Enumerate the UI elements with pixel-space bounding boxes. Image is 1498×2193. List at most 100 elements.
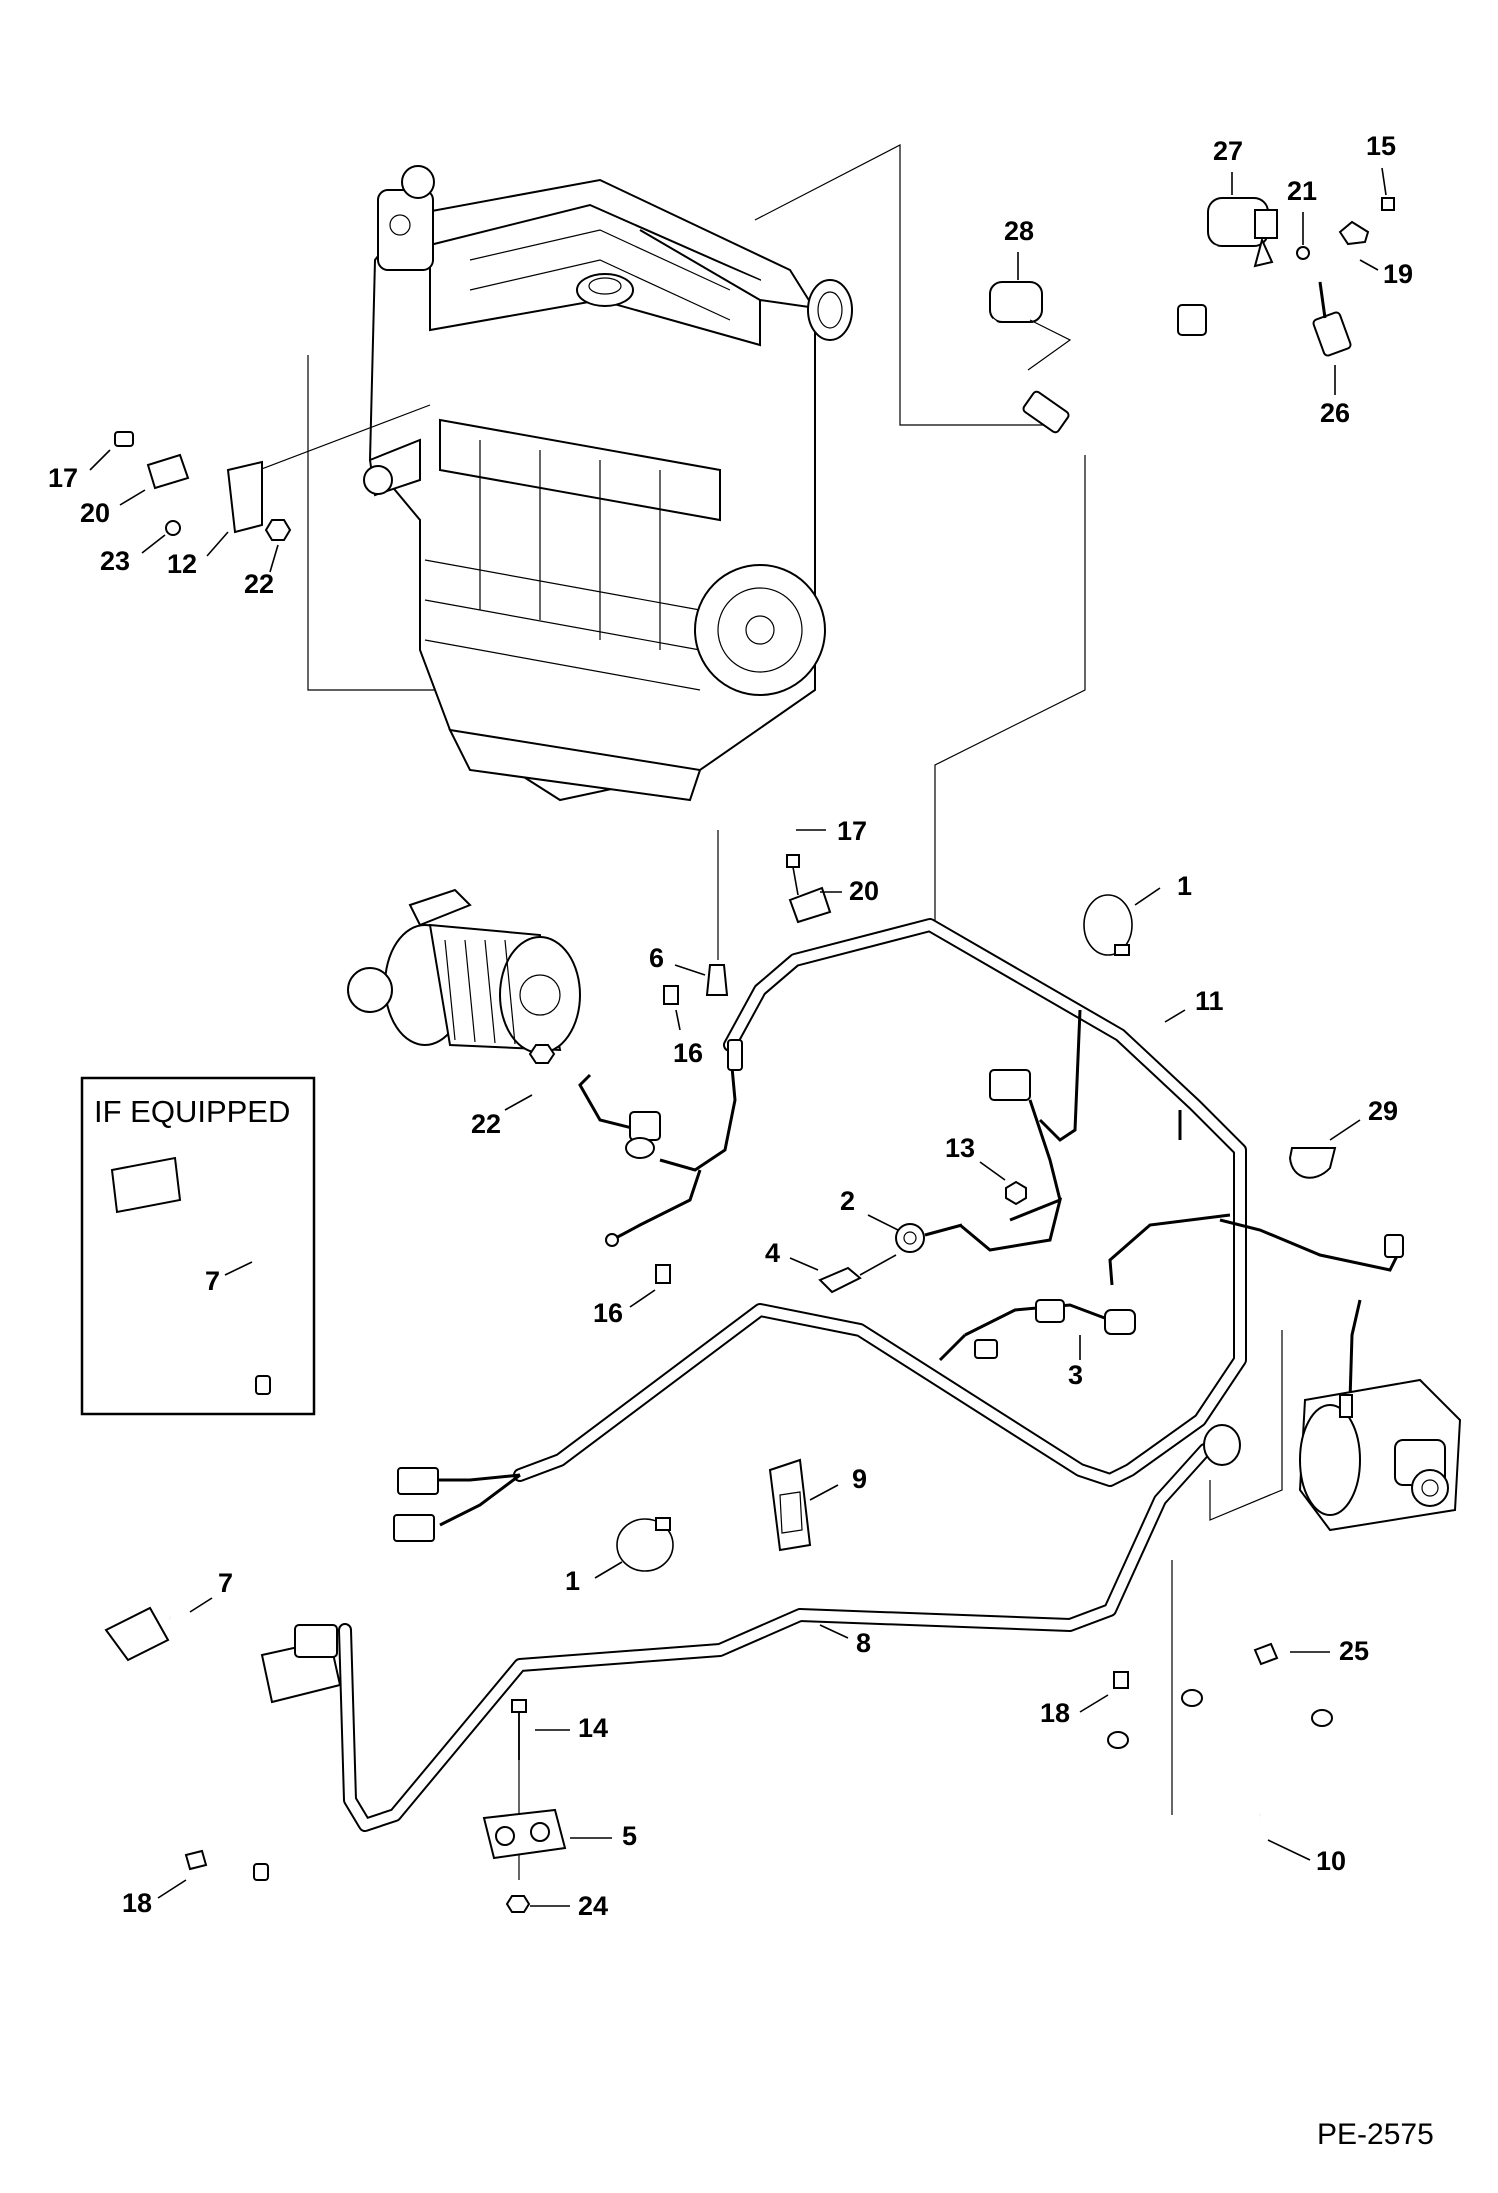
callout-c10: 10 xyxy=(1267,1839,1346,1876)
figure-id: PE-2575 xyxy=(1317,2118,1434,2151)
starter-motor xyxy=(1209,1330,1462,1532)
callout-number: 17 xyxy=(837,816,867,846)
band-clamp-1-lower xyxy=(616,1517,674,1572)
callout-c24: 24 xyxy=(530,1891,608,1921)
callout-c18a: 18 xyxy=(1040,1694,1109,1728)
oil-pressure-sender-28 xyxy=(972,281,1072,434)
callout-c17a: 17 xyxy=(48,449,111,493)
callout-number: 20 xyxy=(849,876,879,906)
callout-c29: 29 xyxy=(1329,1096,1398,1141)
callout-number: 5 xyxy=(622,1821,637,1851)
callout-number: 27 xyxy=(1213,136,1243,166)
callout-number: 22 xyxy=(244,569,274,599)
callout-number: 4 xyxy=(765,1238,780,1268)
leader-line xyxy=(89,449,111,471)
engine-block xyxy=(237,144,1086,925)
nut-22-alternator xyxy=(528,1044,556,1064)
alternator xyxy=(347,888,581,1054)
callout-c1a: 1 xyxy=(1134,871,1192,906)
callout-c11: 11 xyxy=(1164,986,1224,1023)
callout-c14: 14 xyxy=(535,1713,608,1743)
callout-number: 9 xyxy=(852,1464,867,1494)
callout-c13: 13 xyxy=(945,1133,1006,1181)
callout-c27: 27 xyxy=(1213,136,1243,195)
callout-c12: 12 xyxy=(167,531,229,579)
leader-line xyxy=(1079,1694,1109,1713)
grommet-9 xyxy=(768,1458,812,1552)
engine-harness-11 xyxy=(393,918,1404,1542)
leader-line xyxy=(119,489,146,506)
callout-number: 3 xyxy=(1068,1360,1083,1390)
leader-line xyxy=(206,531,229,557)
leader-line xyxy=(675,1009,681,1031)
callout-c1b: 1 xyxy=(565,1561,623,1596)
ground-cable-7 xyxy=(104,1606,269,1881)
leader-line xyxy=(1329,1119,1361,1141)
inset-title: IF EQUIPPED xyxy=(94,1094,290,1129)
leader-line xyxy=(1267,1839,1311,1861)
callout-c16b: 16 xyxy=(593,1289,656,1328)
leader-line xyxy=(1164,1009,1186,1023)
battery-cable-10 xyxy=(1107,1560,1333,1818)
callout-c26: 26 xyxy=(1320,365,1350,428)
callout-c25: 25 xyxy=(1290,1636,1369,1666)
leader-line xyxy=(789,1257,819,1271)
leader-line xyxy=(819,1624,849,1639)
callout-number: 24 xyxy=(578,1891,608,1921)
fuel-shutoff-solenoid-assembly xyxy=(1177,197,1395,357)
callout-number: 18 xyxy=(1040,1698,1070,1728)
callout-number: 26 xyxy=(1320,398,1350,428)
callout-c2: 2 xyxy=(840,1186,899,1231)
leader-line xyxy=(157,1879,187,1899)
inset-if-equipped: IF EQUIPPED 7 xyxy=(80,1076,316,1416)
callout-number: 20 xyxy=(80,498,110,528)
callout-c22a: 22 xyxy=(244,544,279,599)
band-clamp-1-upper xyxy=(1083,894,1133,956)
callout-c28: 28 xyxy=(1004,216,1034,280)
callout-number: 8 xyxy=(856,1628,871,1658)
bolts-16 xyxy=(655,985,679,1284)
callout-number: 1 xyxy=(1177,871,1192,901)
sender-6 xyxy=(705,830,729,996)
callout-number: 15 xyxy=(1366,131,1396,161)
callout-number: 11 xyxy=(1195,986,1224,1016)
callout-number: 14 xyxy=(578,1713,608,1743)
callout-number: 2 xyxy=(840,1186,855,1216)
callout-c7b: 7 xyxy=(189,1568,233,1613)
callout-number: 1 xyxy=(565,1566,580,1596)
inset-frame xyxy=(80,1076,316,1416)
callout-c4: 4 xyxy=(765,1238,819,1271)
callout-number: 29 xyxy=(1368,1096,1398,1126)
callout-c23: 23 xyxy=(100,534,166,576)
callout-c20a: 20 xyxy=(80,489,146,528)
leader-line xyxy=(504,1094,533,1111)
callout-c9: 9 xyxy=(809,1464,867,1501)
leader-line xyxy=(629,1289,656,1308)
leader-line xyxy=(269,544,279,573)
callout-number: 16 xyxy=(593,1298,623,1328)
callout-number: 21 xyxy=(1287,176,1317,206)
callout-c20b: 20 xyxy=(820,876,879,906)
leader-line xyxy=(979,1161,1006,1181)
callout-c22b: 22 xyxy=(471,1094,533,1139)
callout-number: 25 xyxy=(1339,1636,1369,1666)
callout-c15: 15 xyxy=(1366,131,1396,196)
sensor-2-4-13-group xyxy=(818,1180,1027,1294)
callout-c16a: 16 xyxy=(673,1009,703,1068)
callout-number: 17 xyxy=(48,463,78,493)
battery-cable-8 xyxy=(260,1424,1241,1832)
callout-number: 13 xyxy=(945,1133,975,1163)
callout-c17b: 17 xyxy=(796,816,867,846)
leader-line xyxy=(867,1214,899,1231)
leader-line xyxy=(674,964,706,976)
callout-c6: 6 xyxy=(649,943,706,976)
leader-line xyxy=(594,1561,623,1579)
callout-number: 16 xyxy=(673,1038,703,1068)
inset-callout-7: 7 xyxy=(205,1266,220,1296)
callout-number: 19 xyxy=(1383,259,1413,289)
callout-number: 12 xyxy=(167,549,197,579)
mount-hardware-5-14-24 xyxy=(482,1699,567,1913)
callout-c8: 8 xyxy=(819,1624,871,1658)
callout-c21: 21 xyxy=(1287,176,1317,245)
